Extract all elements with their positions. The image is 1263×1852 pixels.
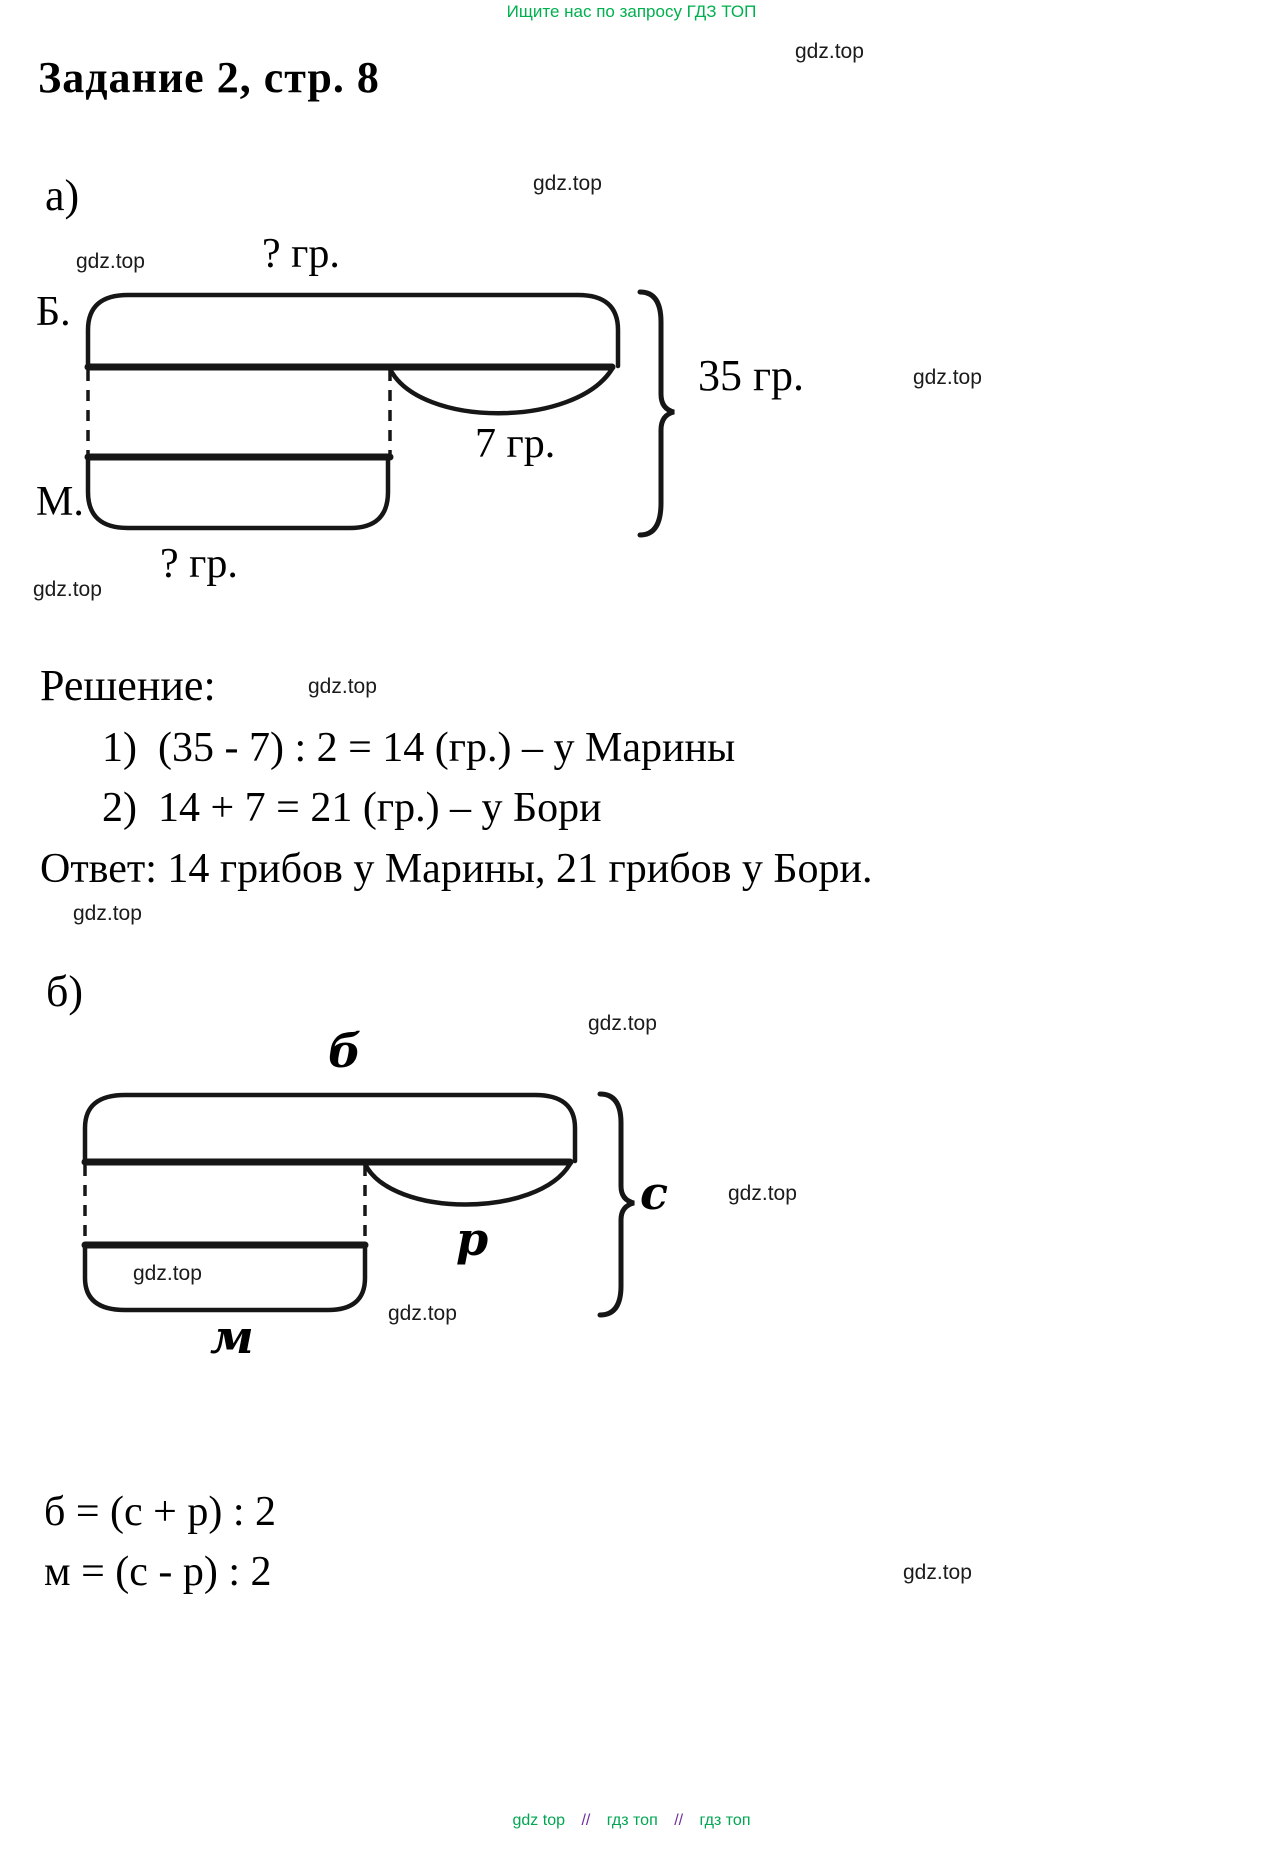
part-a-label: а) [45, 171, 80, 220]
marina-bottom-bracket [85, 454, 391, 531]
b-top-bracket [82, 1092, 578, 1165]
total-label: 35 гр. [698, 351, 805, 400]
page-title: Задание 2, стр. 8 [38, 53, 380, 102]
footer-link-3: гдз топ [699, 1812, 751, 1829]
total-curly-brace [637, 289, 675, 538]
variable-b-label: б [328, 1024, 362, 1078]
borya-top-bracket [85, 292, 621, 370]
watermark: gdz.top [133, 1262, 202, 1285]
watermark: gdz.top [913, 366, 982, 389]
footer-separator: // [581, 1812, 591, 1829]
solution-step-1: 1) (35 - 7) : 2 = 14 (гр.) – у Марины [102, 725, 736, 771]
c-curly-brace [597, 1091, 635, 1318]
watermark: gdz.top [308, 675, 377, 698]
part-a-top-question: ? гр. [262, 231, 340, 277]
footer-link-2: гдз топ [606, 1812, 658, 1829]
watermark: gdz.top [76, 250, 145, 273]
variable-c-label: с [640, 1166, 669, 1220]
difference-arc [387, 366, 615, 416]
top-banner: Ищите нас по запросу ГДЗ ТОП [506, 2, 757, 21]
p-arc [362, 1161, 573, 1207]
variable-m-label: м [210, 1310, 254, 1364]
marina-label: М. [36, 479, 84, 525]
solution-step-2: 2) 14 + 7 = 21 (гр.) – у Бори [102, 785, 602, 831]
formula-b: б = (с + р) : 2 [44, 1489, 277, 1535]
footer-link-1: gdz top [512, 1812, 565, 1829]
watermark: gdz.top [903, 1561, 972, 1584]
watermark: gdz.top [588, 1012, 657, 1035]
borya-label: Б. [36, 289, 71, 335]
watermark: gdz.top [73, 902, 142, 925]
formula-m: м = (с - р) : 2 [44, 1549, 272, 1595]
part-a-bottom-question: ? гр. [160, 541, 238, 587]
diagram-part-a [84, 289, 675, 538]
watermark: gdz.top [388, 1302, 457, 1325]
answer-line: Ответ: 14 грибов у Марины, 21 грибов у Б… [40, 846, 873, 892]
m-bottom-bracket [82, 1242, 368, 1313]
watermark: gdz.top [33, 578, 102, 601]
footer: gdz top // гдз топ // гдз топ [0, 1812, 1263, 1830]
watermark: gdz.top [795, 40, 864, 63]
footer-separator: // [674, 1812, 684, 1829]
variable-p-label: р [456, 1212, 489, 1266]
watermark: gdz.top [533, 172, 602, 195]
diagram-part-b [81, 1091, 635, 1318]
solution-heading: Решение: [40, 661, 216, 710]
watermark: gdz.top [728, 1182, 797, 1205]
difference-label: 7 гр. [475, 421, 556, 467]
part-b-label: б) [46, 967, 84, 1016]
